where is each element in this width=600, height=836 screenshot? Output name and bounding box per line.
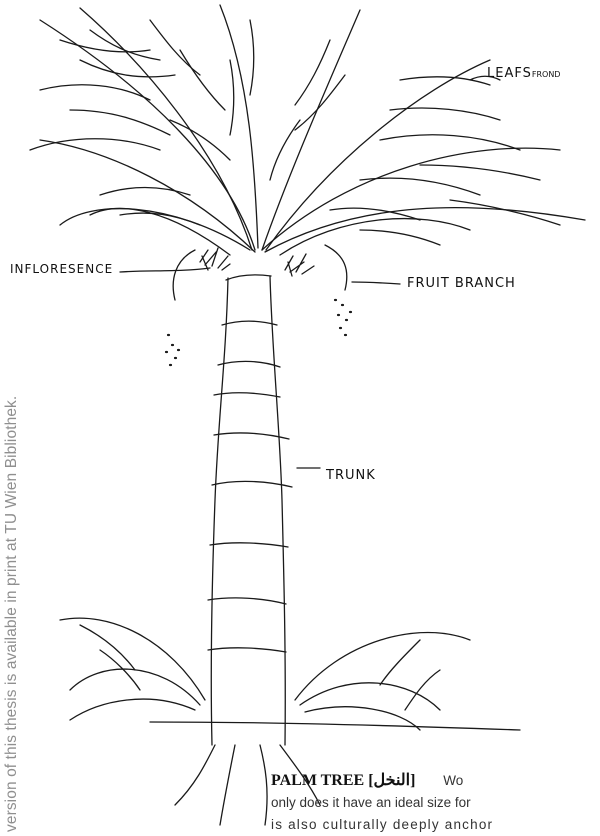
caption-row-3: is also culturally deeply anchor <box>271 814 600 836</box>
vertical-watermark: version of this thesis is available in p… <box>0 0 22 832</box>
caption-row-1: PALM TREE [النخل] Wo <box>271 770 600 792</box>
label-trunk: TRUNK <box>326 468 376 483</box>
label-fruit-branch: FRUIT BRANCH <box>407 276 516 291</box>
watermark-text: version of this thesis is available in p… <box>3 396 21 832</box>
label-leafs: LEAFSFROND <box>487 66 560 81</box>
lower-fronds <box>60 618 470 730</box>
label-inflorescence: INFLORESENCE <box>10 262 113 276</box>
caption-text: PALM TREE [النخل] Wo only does it have a… <box>271 770 600 836</box>
caption-heading: PALM TREE [النخل] <box>271 772 415 789</box>
label-leafs-text: LEAFS <box>487 66 532 81</box>
inflorescence-clusters <box>173 245 347 300</box>
fruit-dots <box>166 300 351 365</box>
label-leafs-suffix: FROND <box>532 70 561 79</box>
caption-row-2: only does it have an ideal size for <box>271 792 600 814</box>
caption-line1-tail: Wo <box>443 773 463 788</box>
trunk <box>208 275 292 745</box>
upper-fronds <box>30 5 585 255</box>
